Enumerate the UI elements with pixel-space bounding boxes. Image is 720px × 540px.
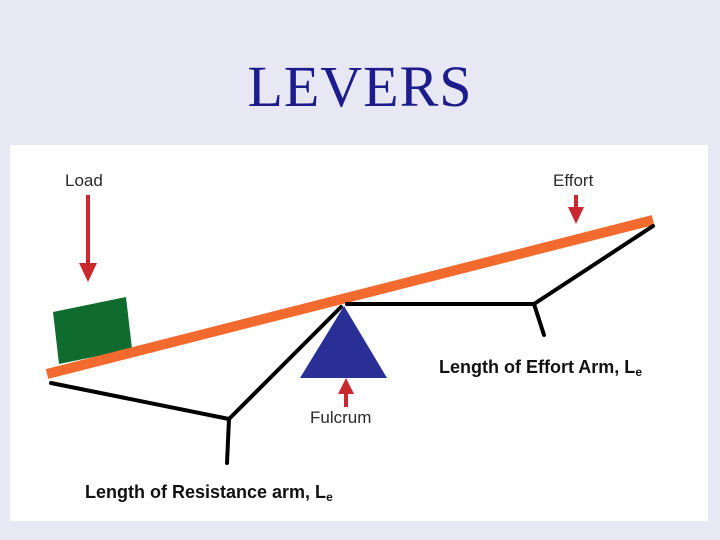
slide-title: LEVERS — [247, 54, 473, 119]
resistance-arm-subscript: e — [326, 490, 333, 504]
resistance-arm-label: Length of Resistance arm, Le — [85, 482, 333, 504]
effort-arm-label: Length of Effort Arm, Le — [439, 357, 642, 379]
lever-diagram — [45, 195, 655, 465]
effort-arm-bracket — [345, 224, 655, 337]
effort-label: Effort — [553, 171, 594, 190]
resistance-arm-text: Length of Resistance arm, L — [85, 482, 327, 502]
load-label: Load — [65, 171, 103, 190]
effort-arrow-icon — [568, 195, 584, 224]
effort-arm-subscript: e — [635, 365, 642, 379]
lever-bar — [45, 215, 655, 379]
resistance-arm-bracket — [49, 305, 343, 465]
fulcrum-arrow-icon — [338, 378, 354, 407]
fulcrum-triangle — [300, 306, 387, 378]
lever-diagram-panel: Load Effort Fulcrum Length of Effort Arm… — [10, 145, 708, 521]
load-arrow-icon — [79, 195, 97, 282]
effort-arm-text: Length of Effort Arm, L — [439, 357, 636, 377]
fulcrum-label: Fulcrum — [310, 408, 372, 427]
load-block — [53, 297, 132, 364]
